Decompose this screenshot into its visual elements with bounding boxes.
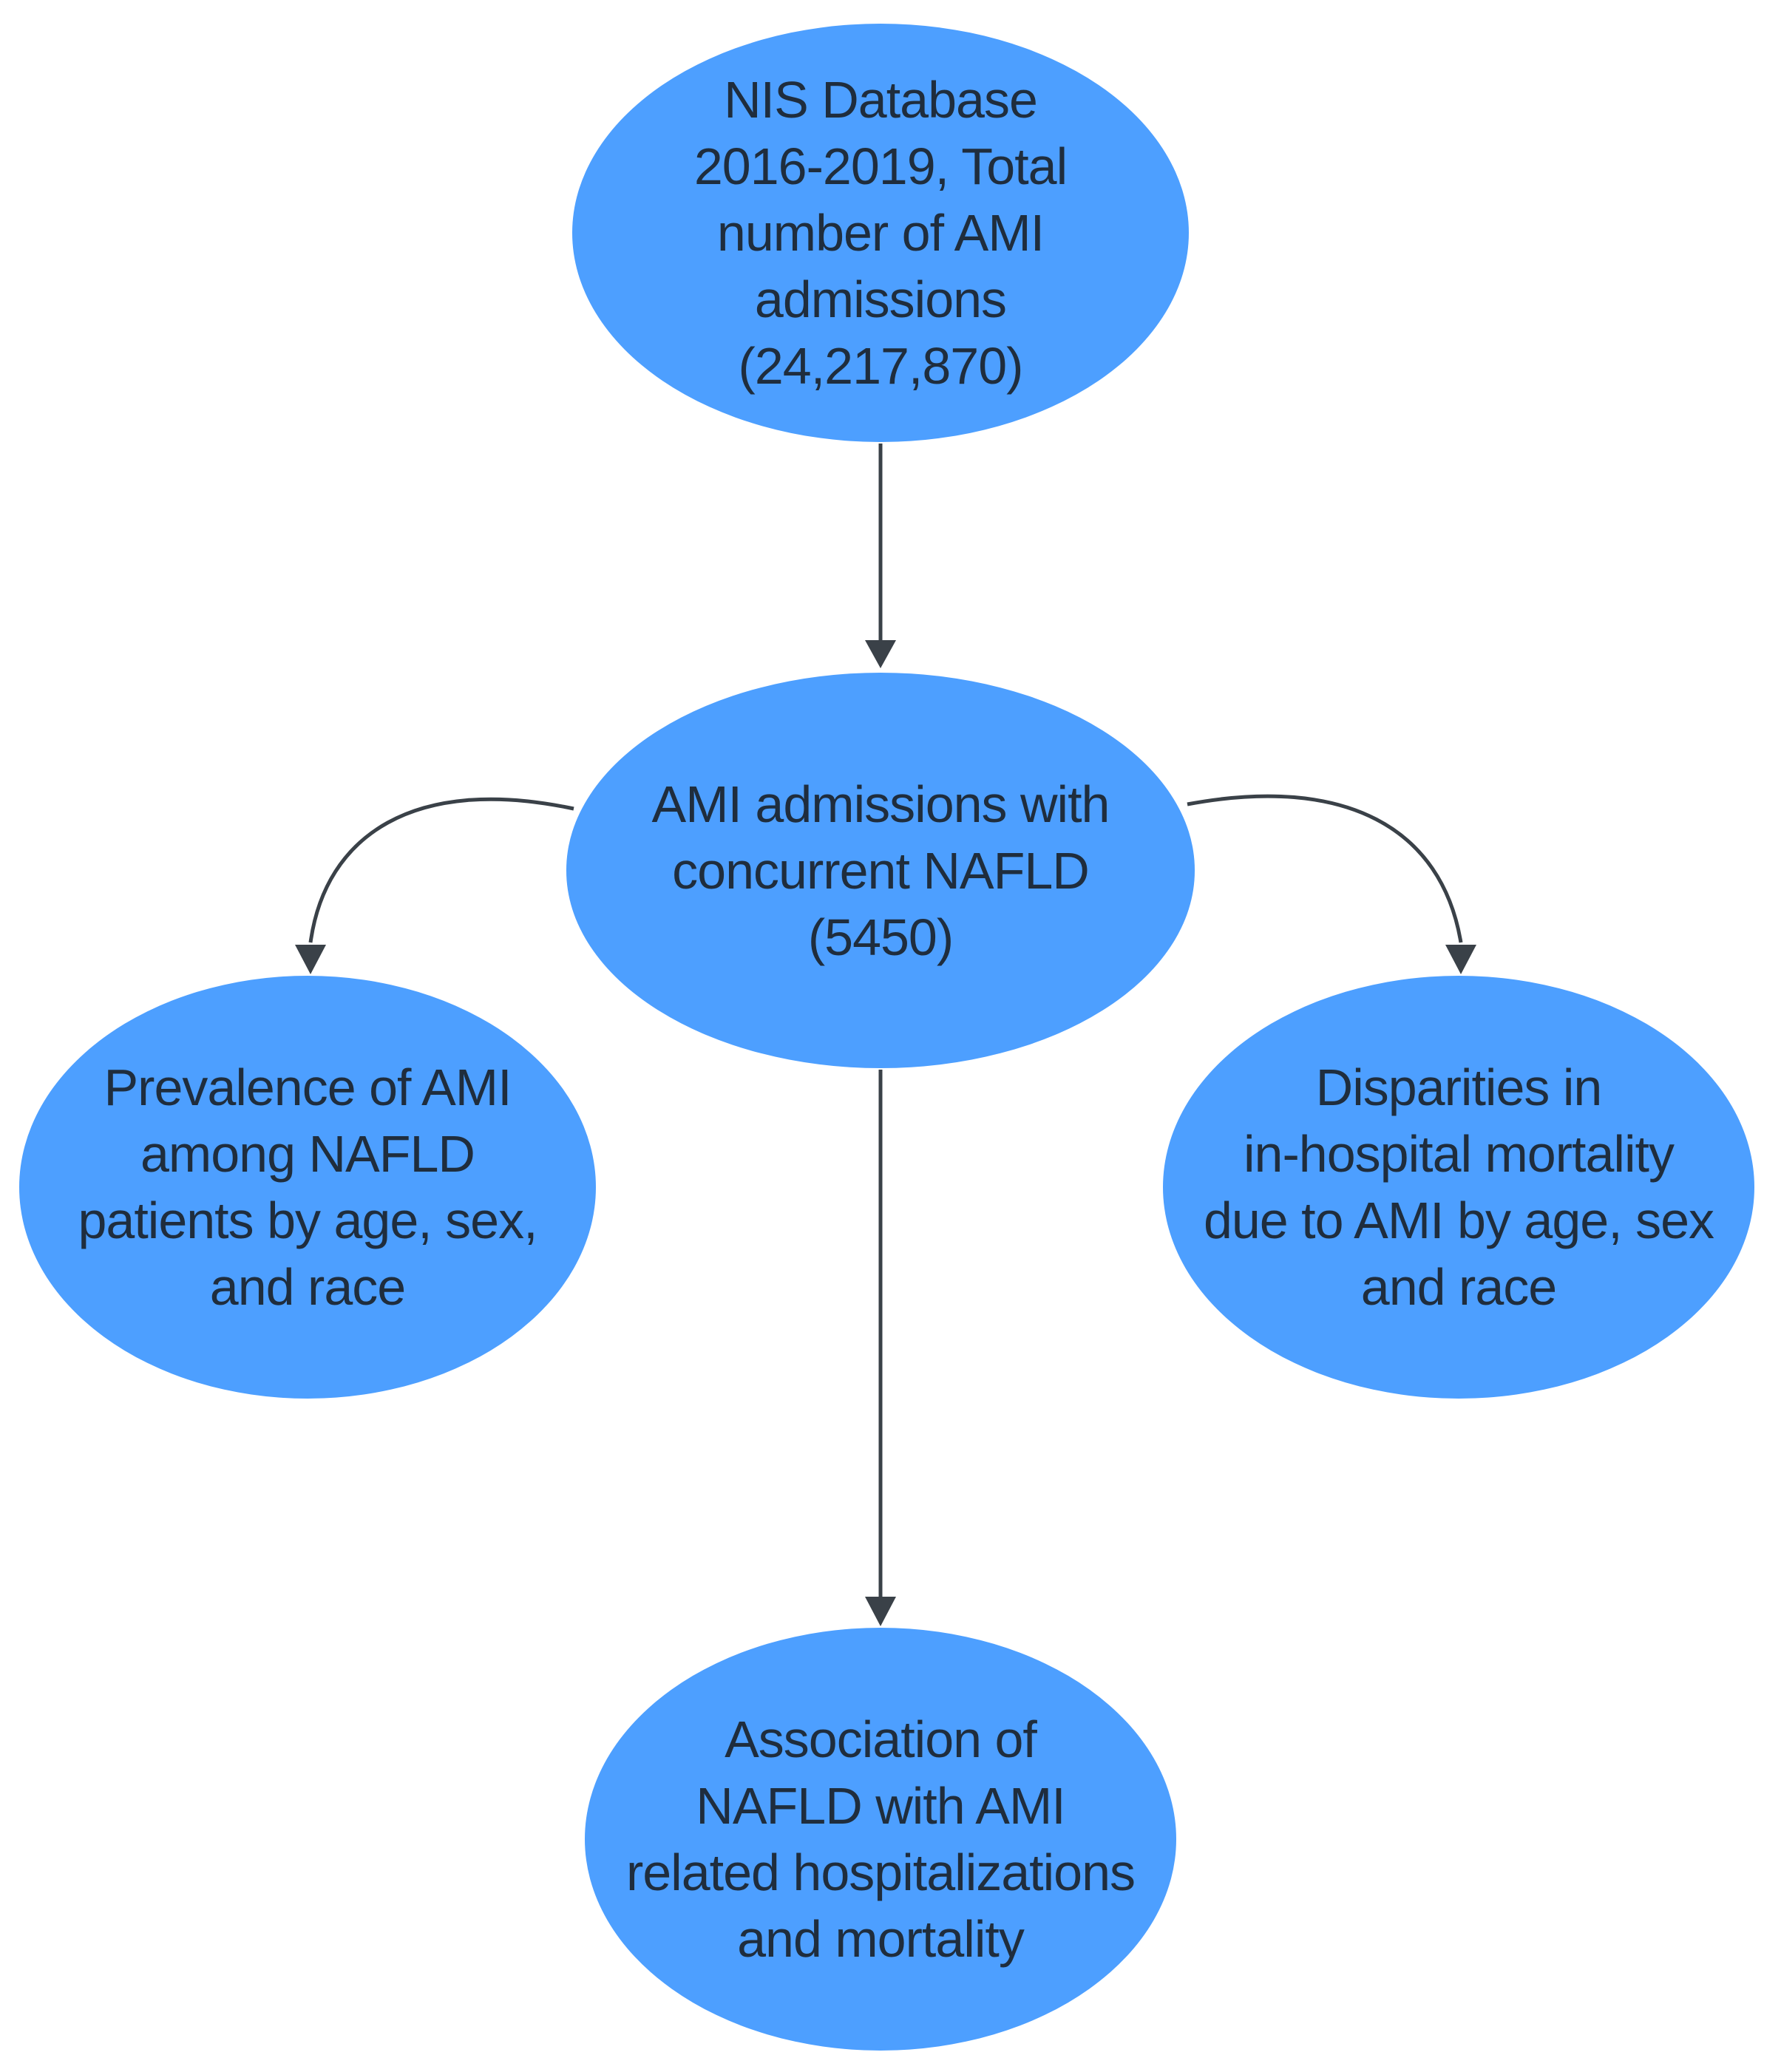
arrowhead-to-prevalence: [295, 945, 326, 974]
node-nis-database-label: NIS Database 2016-2019, Total number of …: [693, 71, 1068, 395]
node-disparities-shape: [1163, 976, 1754, 1399]
arrowhead-to-disparities: [1445, 945, 1476, 974]
node-association: Association of NAFLD with AMI related ho…: [585, 1628, 1176, 2051]
node-prevalence: Prevalence of AMI among NAFLD patients b…: [19, 976, 596, 1399]
node-nis-database: NIS Database 2016-2019, Total number of …: [572, 24, 1189, 442]
node-disparities: Disparities in in-hospital mortality due…: [1163, 976, 1754, 1399]
node-ami-nafld: AMI admissions with concurrent NAFLD (54…: [566, 673, 1195, 1068]
connector-ami-to-disparities: [1187, 794, 1463, 943]
node-prevalence-shape: [19, 976, 596, 1399]
arrowhead-to-association: [865, 1597, 896, 1626]
node-nis-shape: [572, 24, 1189, 442]
node-association-label: Association of NAFLD with AMI related ho…: [625, 1711, 1136, 1968]
connector-ami-to-prevalence: [308, 797, 574, 943]
node-association-shape: [585, 1628, 1176, 2051]
arrowhead-to-ami: [865, 640, 896, 668]
node-prevalence-label: Prevalence of AMI among NAFLD patients b…: [78, 1059, 537, 1316]
node-disparities-label: Disparities in in-hospital mortality due…: [1203, 1059, 1714, 1316]
node-ami-shape: [566, 673, 1195, 1068]
node-ami-nafld-label: AMI admissions with concurrent NAFLD (54…: [651, 775, 1110, 966]
